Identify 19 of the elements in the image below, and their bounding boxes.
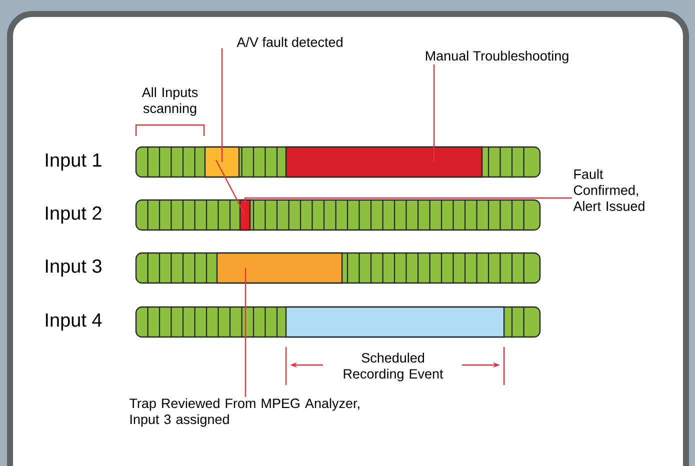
status-segment xyxy=(204,146,240,178)
callout-text: A/V fault detected xyxy=(236,37,342,47)
annotation-text: Scheduled Recording Event xyxy=(344,352,444,382)
leader-line xyxy=(215,160,246,216)
annotation-text: All Inputs scanning xyxy=(142,87,198,116)
status-segment xyxy=(239,199,251,231)
callout-text: Fault Confirmed, Alert Issued xyxy=(573,169,644,211)
input-label: Input 4 xyxy=(46,314,102,330)
input-label: Input 3 xyxy=(46,259,102,277)
leader-line xyxy=(221,48,223,162)
input-label: Input 1 xyxy=(46,154,102,170)
status-segment xyxy=(216,252,343,284)
leader-line xyxy=(433,64,435,162)
status-segment xyxy=(285,146,483,178)
callout-text: Trap Reviewed From MPEG Analyzer, Input 3 assigned xyxy=(130,398,360,427)
callout-text: Manual Troubleshooting xyxy=(426,50,568,64)
leader-line xyxy=(244,268,246,397)
input-label: Input 2 xyxy=(46,206,102,224)
leader-line xyxy=(244,197,572,204)
